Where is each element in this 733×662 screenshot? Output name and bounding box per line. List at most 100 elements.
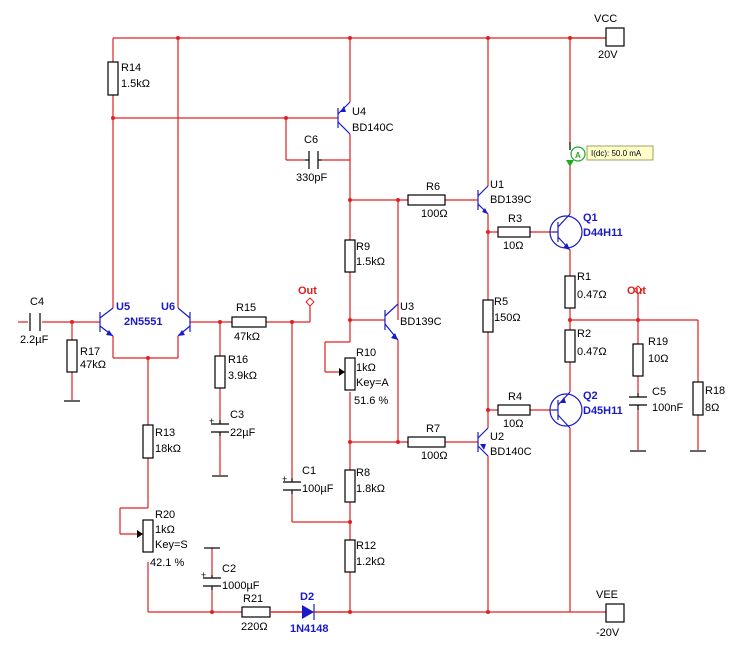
- u6-ref: U6: [161, 301, 175, 313]
- resistor-r20: [142, 519, 154, 553]
- r12-value: 1.2kΩ: [356, 556, 385, 568]
- resistor-r8: [344, 469, 356, 503]
- resistor-r2: [564, 329, 576, 363]
- vcc-value: 20V: [598, 49, 618, 61]
- r10-value: 1kΩ: [356, 362, 376, 374]
- transistor-u5: [99, 307, 114, 337]
- r20-percent: 42.1 %: [150, 557, 184, 569]
- r18-value: 8Ω: [705, 402, 719, 414]
- u2-part: BD140C: [490, 446, 532, 458]
- transistor-u4: [337, 101, 351, 135]
- u2-ref: U2: [490, 431, 504, 443]
- c6-value: 330pF: [296, 172, 327, 184]
- resistor-r10: [344, 357, 356, 391]
- r5-value: 150Ω: [494, 312, 521, 324]
- q1-ref: Q1: [583, 212, 598, 224]
- c1-value: 100µF: [302, 483, 334, 495]
- c5-value: 100nF: [652, 402, 683, 414]
- transistor-q1: [549, 213, 583, 251]
- resistor-r16: [214, 355, 226, 389]
- resistor-r12: [344, 539, 356, 573]
- q2-part: D45H11: [583, 405, 623, 417]
- r14-value: 1.5kΩ: [121, 78, 150, 90]
- r19-value: 10Ω: [648, 353, 668, 365]
- resistor-r9: [344, 239, 356, 273]
- resistor-r21: [241, 606, 271, 618]
- r16-value: 3.9kΩ: [228, 370, 257, 382]
- r13-value: 18kΩ: [155, 443, 181, 455]
- transistor-u1: [477, 185, 489, 215]
- r1-ref: R1: [577, 271, 591, 283]
- r10-wiper-arrow: [339, 368, 345, 376]
- transistor-u6: [177, 307, 191, 337]
- out-label-right: Out: [627, 285, 646, 297]
- r20-value: 1kΩ: [155, 524, 175, 536]
- c6-ref: C6: [304, 134, 318, 146]
- c3-value: 22µF: [230, 427, 256, 439]
- u4-ref: U4: [352, 106, 366, 118]
- r21-ref: R21: [243, 593, 263, 605]
- u5-ref: U5: [116, 301, 130, 313]
- u3-part: BD139C: [400, 316, 442, 328]
- u4-part: BD140C: [352, 122, 394, 134]
- resistor-r1: [564, 275, 576, 309]
- r7-value: 100Ω: [421, 450, 448, 462]
- transistor-q2: [549, 391, 583, 429]
- junctions: [70, 36, 640, 614]
- capacitor-c6: [305, 151, 322, 169]
- c4-value: 2.2µF: [20, 334, 49, 346]
- resistor-r17: [66, 339, 78, 373]
- resistors: [66, 61, 704, 618]
- q1-part: D44H11: [583, 227, 623, 239]
- u3-ref: U3: [400, 301, 414, 313]
- current-probe: [566, 142, 654, 167]
- c1-ref: C1: [302, 465, 316, 477]
- out-probes: [305, 285, 643, 307]
- r9-value: 1.5kΩ: [356, 256, 385, 268]
- c5-ref: C5: [652, 386, 666, 398]
- r13-ref: R13: [155, 427, 175, 439]
- r21-value: 220Ω: [241, 621, 268, 633]
- resistor-r19: [632, 343, 644, 377]
- capacitor-c5: [629, 393, 647, 410]
- capacitor-c3: +: [209, 416, 229, 436]
- r8-value: 1.8kΩ: [356, 483, 385, 495]
- out-label-left: Out: [298, 285, 317, 297]
- r14-ref: R14: [121, 62, 141, 74]
- wires: [18, 37, 699, 613]
- r4-value: 10Ω: [503, 418, 523, 430]
- vee-connector: [605, 603, 625, 623]
- resistor-r18: [692, 381, 704, 416]
- resistor-r3: [497, 226, 531, 238]
- out-probe-diamond-left: [305, 297, 315, 307]
- transistors: [99, 101, 583, 457]
- r10-percent: 51.6 %: [354, 395, 388, 407]
- r2-value: 0.47Ω: [577, 346, 607, 358]
- r19-ref: R19: [648, 336, 668, 348]
- r20-wiper-arrow: [137, 530, 143, 538]
- transistor-u3: [384, 303, 399, 341]
- r1-value: 0.47Ω: [577, 289, 607, 301]
- r3-value: 10Ω: [503, 240, 523, 252]
- probe-reading: I(dc): 50.0 mA: [591, 149, 642, 158]
- pair-part: 2N5551: [124, 316, 163, 328]
- r5-ref: R5: [494, 296, 508, 308]
- r8-ref: R8: [356, 467, 370, 479]
- capacitor-c4: [29, 313, 41, 331]
- power-connectors: [605, 27, 625, 623]
- q2-ref: Q2: [583, 390, 598, 402]
- capacitor-c1: +: [282, 474, 301, 494]
- capacitor-c2: +: [201, 570, 221, 590]
- r10-key: Key=A: [356, 377, 389, 389]
- d2-ref: D2: [300, 591, 314, 603]
- r7-ref: R7: [426, 423, 440, 435]
- diode-d2: [270, 604, 350, 620]
- c3-ref: C3: [230, 409, 244, 421]
- u1-part: BD139C: [490, 194, 532, 206]
- c4-ref: C4: [30, 296, 44, 308]
- labels: VCC 20V VEE -20V A I(dc): 50.0 mA Out Ou…: [20, 13, 725, 639]
- resistor-r13: [142, 424, 154, 459]
- r17-value: 47kΩ: [80, 359, 106, 371]
- svg-text:+: +: [201, 570, 206, 580]
